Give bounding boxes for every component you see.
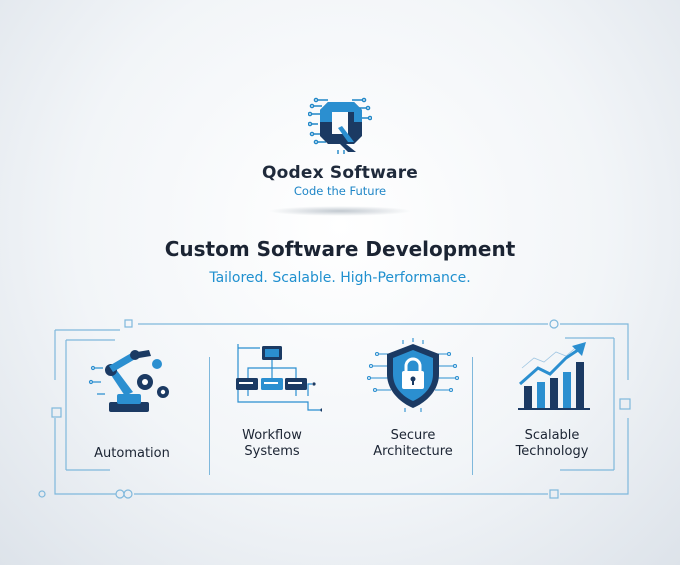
qodex-logo-icon (308, 97, 372, 154)
feature-label: Workflow Systems (242, 428, 302, 459)
feature-divider (209, 357, 210, 475)
feature-scalable-technology: Scalable Technology (487, 338, 617, 460)
brand-tagline: Code the Future (293, 184, 387, 198)
brand-underline-decoration (268, 206, 412, 216)
feature-workflow-systems: Workflow Systems (207, 338, 337, 460)
feature-divider (472, 357, 473, 475)
feature-label: Scalable Technology (515, 428, 589, 459)
page-title: Custom Software Development (164, 237, 516, 261)
brand-name: Qodex Software (261, 163, 419, 183)
feature-automation: Automation (67, 338, 197, 462)
page-subtitle: Tailored. Scalable. High-Performance. (209, 270, 471, 286)
workflow-diagram-icon (236, 344, 322, 412)
feature-secure-architecture: Secure Architecture (348, 338, 478, 460)
robot-arm-icon (88, 350, 169, 412)
shield-lock-icon (366, 338, 460, 412)
feature-label: Automation (94, 446, 170, 461)
feature-label: Secure Architecture (373, 428, 453, 459)
growth-chart-icon (518, 342, 590, 410)
